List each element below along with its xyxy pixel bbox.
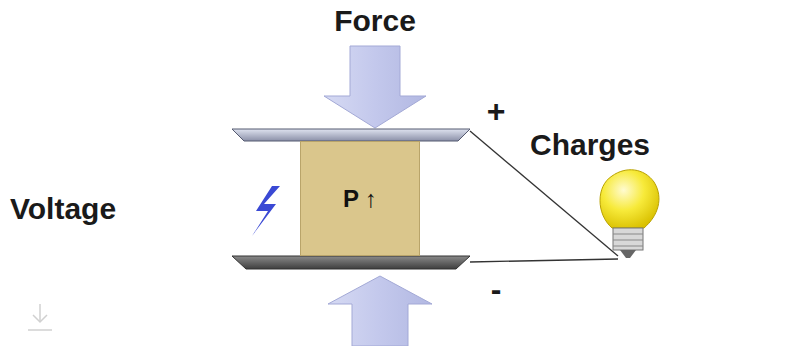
wire xyxy=(470,259,618,262)
electrode-plate xyxy=(232,129,470,141)
piezo-crystal: P ↑ xyxy=(300,141,420,256)
download-icon xyxy=(28,304,52,330)
charges-label: Charges xyxy=(530,128,650,161)
light-bulb xyxy=(600,170,659,258)
polarity-sign: + xyxy=(487,94,506,129)
force-arrow xyxy=(324,46,426,128)
node-label: P ↑ xyxy=(343,185,377,213)
polarity-sign: - xyxy=(491,272,502,307)
force-arrow xyxy=(328,276,432,346)
voltage-symbol xyxy=(252,186,280,236)
electrode-plate xyxy=(232,256,470,269)
voltage-label: Voltage xyxy=(10,192,116,225)
force-label: Force xyxy=(334,4,416,37)
